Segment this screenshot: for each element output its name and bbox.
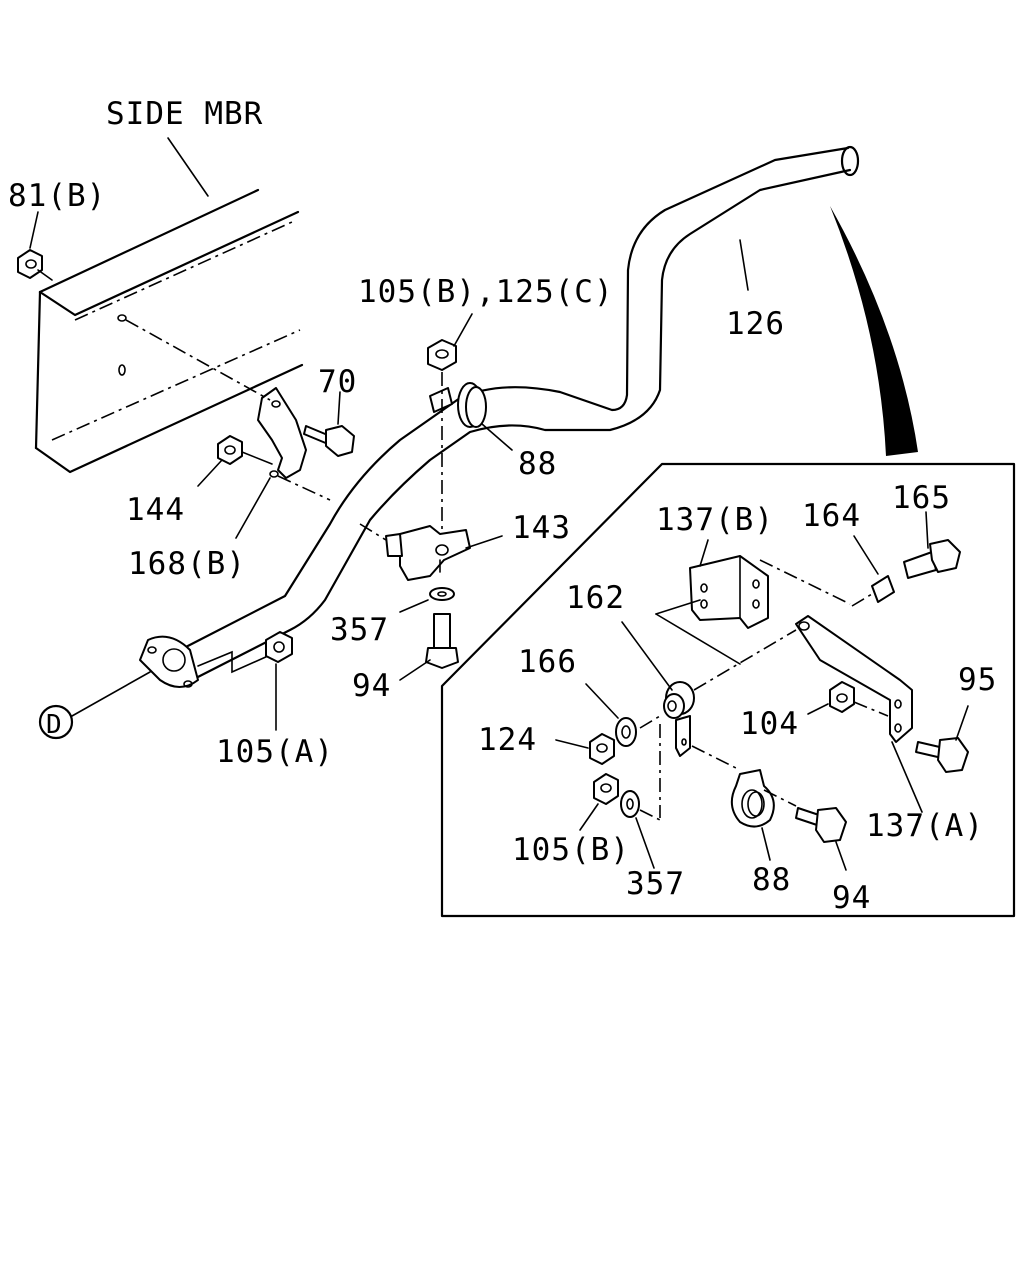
label-104: 104 [740, 706, 799, 742]
washer-357-left [399, 587, 455, 613]
exhaust-pipe-126 [71, 145, 860, 717]
label-95: 95 [958, 662, 997, 698]
label-124: 124 [478, 722, 537, 758]
label-137b: 137(B) [656, 502, 774, 538]
detail-pointer [830, 206, 918, 456]
label-94-inset: 94 [832, 880, 871, 916]
nut-105b-125c [427, 313, 473, 371]
label-105b-125c: 105(B),125(C) [358, 274, 614, 310]
label-137a: 137(A) [866, 808, 984, 844]
label-105a: 105(A) [216, 734, 334, 770]
label-88-top: 88 [518, 446, 557, 482]
label-side-mbr: SIDE MBR [106, 96, 263, 132]
clamp-88 [429, 382, 513, 451]
side-member [34, 137, 304, 474]
label-162: 162 [566, 580, 625, 616]
label-105b-inset: 105(B) [512, 832, 630, 868]
label-166: 166 [518, 644, 577, 680]
label-357-inset: 357 [626, 866, 685, 902]
detail-inset [440, 462, 1016, 918]
label-81b: 81(B) [8, 178, 106, 214]
hanger-143 [359, 372, 503, 581]
bracket-168b [125, 319, 331, 501]
label-d: D [46, 710, 63, 740]
label-94-left: 94 [352, 668, 391, 704]
nut-144 [197, 435, 273, 539]
label-70: 70 [318, 364, 357, 400]
label-164: 164 [802, 498, 861, 534]
nut-81b [17, 211, 53, 281]
label-144: 144 [126, 492, 185, 528]
label-88-inset: 88 [752, 862, 791, 898]
label-126: 126 [726, 306, 785, 342]
label-357-left: 357 [330, 612, 389, 648]
label-143: 143 [512, 510, 571, 546]
connector-d-circle [38, 704, 74, 740]
bolt-70 [303, 391, 355, 457]
label-168b: 168(B) [128, 546, 246, 582]
bolt-94-left [399, 613, 459, 681]
nut-105a [265, 631, 293, 731]
label-165: 165 [892, 480, 951, 516]
